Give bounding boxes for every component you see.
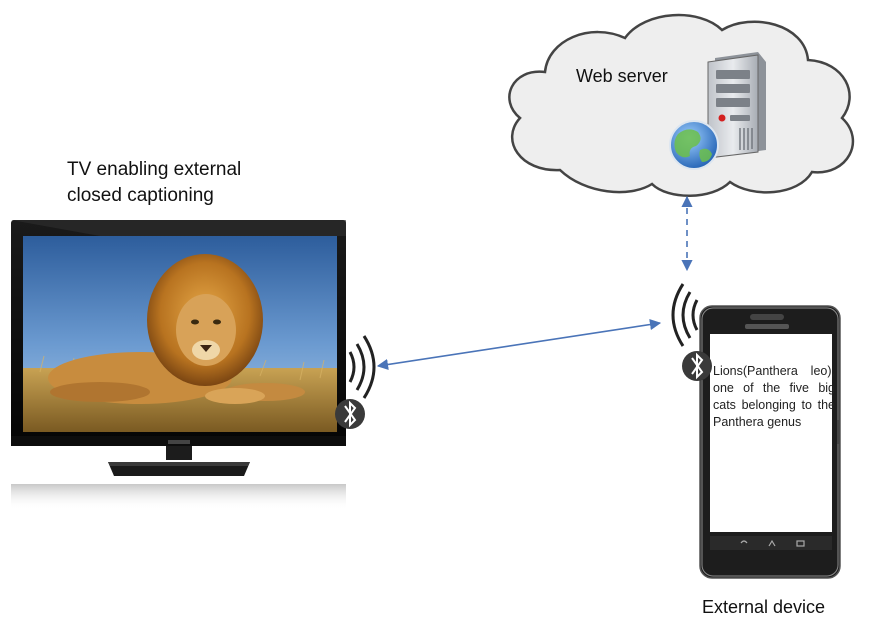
wireless-signal-icon: [348, 335, 376, 399]
globe-icon: [669, 120, 719, 170]
tv-label: TV enabling external closed captioning: [67, 157, 327, 209]
tv-label-line2: closed captioning: [67, 185, 214, 206]
server-icon: [707, 52, 766, 159]
external-device-label: External device: [702, 597, 826, 617]
smartphone-icon: [699, 305, 841, 579]
bluetooth-icon: [335, 399, 365, 429]
lion-image: [23, 236, 337, 432]
bluetooth-icon: [682, 351, 712, 381]
cloud-icon: [508, 13, 855, 197]
web-server-label: Web server: [576, 66, 668, 86]
tv-device-link: [376, 318, 662, 371]
wireless-signal-icon: [671, 283, 699, 347]
closed-caption-text: Lions(Panthera leo), one of the five big…: [713, 364, 835, 429]
tv-label-line1: TV enabling external: [67, 159, 242, 180]
tv-icon: [11, 220, 346, 510]
